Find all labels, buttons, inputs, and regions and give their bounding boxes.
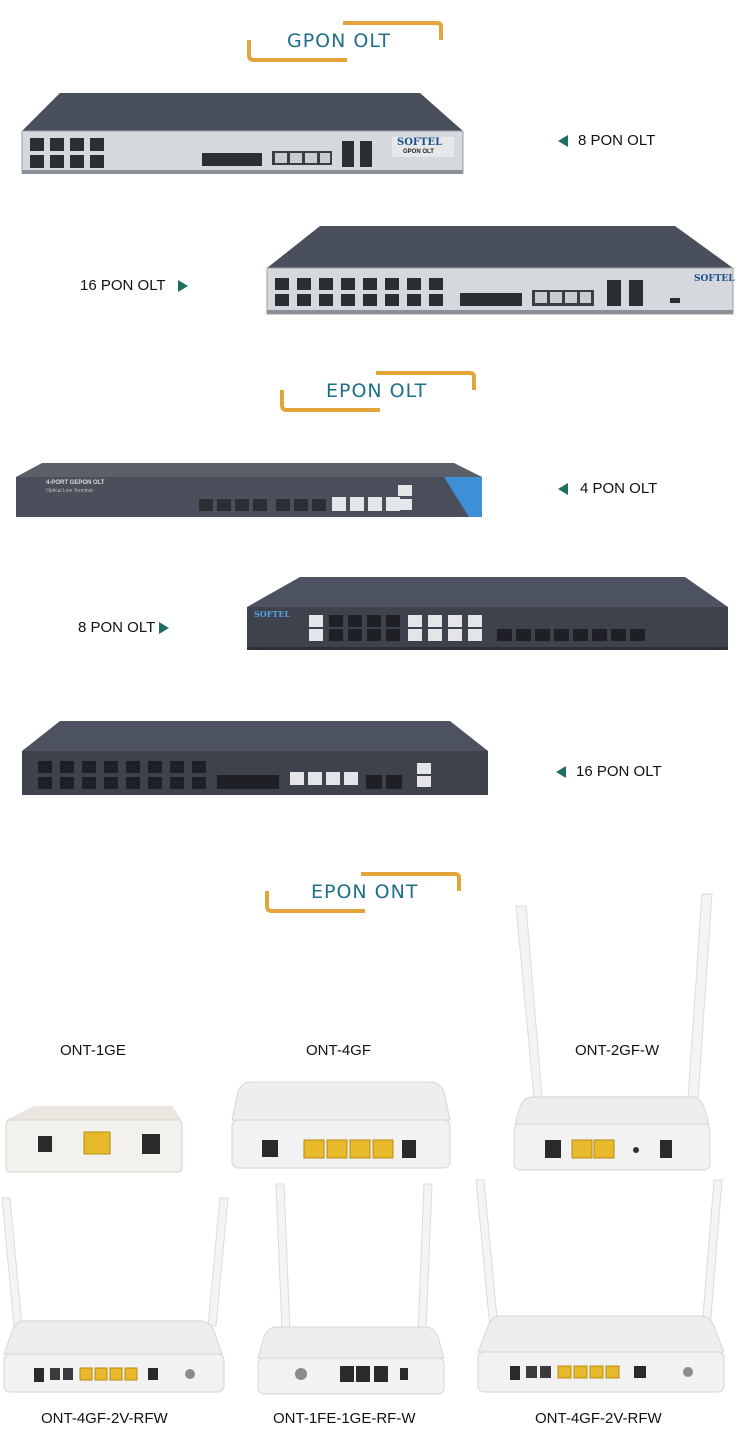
epon-16pon-olt-device	[22, 721, 488, 795]
ont-label-6: ONT-4GF-2V-RFW	[535, 1410, 662, 1427]
gpon-8pon-label: 8 PON OLT	[558, 132, 655, 149]
gpon-8pon-label-text: 8 PON OLT	[578, 132, 656, 149]
gpon-16pon-olt-device	[266, 226, 734, 315]
ont-4gf-2v-rfw-device-1	[1, 1197, 229, 1393]
epon-olt-title: EPON OLT	[326, 380, 428, 402]
ont-label-1: ONT-1GE	[60, 1042, 126, 1059]
epon-4pon-device-text: 4-PORT GEPON OLT	[46, 480, 105, 486]
ont-label-3: ONT-2GF-W	[575, 1042, 660, 1059]
ont-4gf-device	[231, 1081, 451, 1169]
ont-1ge-device	[5, 1106, 183, 1173]
ont-label-4: ONT-4GF-2V-RFW	[41, 1410, 168, 1427]
arrow-left-icon	[556, 766, 566, 779]
gpon-olt-title: GPON OLT	[287, 30, 391, 52]
epon-16pon-label-text: 16 PON OLT	[576, 763, 662, 780]
ont-2gf-w-device	[513, 893, 713, 1171]
gpon-16pon-label: 16 PON OLT	[80, 277, 188, 294]
epon-title-bracket	[280, 371, 476, 412]
ont-title-bracket	[265, 872, 461, 913]
arrow-left-icon	[558, 483, 568, 496]
epon-ont-title: EPON ONT	[311, 881, 419, 903]
epon-4pon-olt-device	[16, 463, 482, 517]
gpon-16pon-label-text: 16 PON OLT	[80, 277, 166, 294]
epon-8pon-brand: SOFTEL	[254, 609, 291, 619]
gpon-title-bracket	[247, 21, 443, 62]
ont-label-5: ONT-1FE-1GE-RF-W	[273, 1410, 416, 1427]
arrow-left-icon	[558, 135, 568, 148]
epon-8pon-label-text: 8 PON OLT	[78, 619, 156, 636]
gpon-8pon-olt-device	[21, 93, 464, 174]
ont-4gf-2v-rfw-device-2	[475, 1179, 725, 1393]
epon-16pon-label: 16 PON OLT	[556, 763, 662, 780]
epon-4pon-device-subtext: Optical Line Terminal	[46, 488, 93, 494]
gpon-8pon-brand: SOFTEL	[397, 137, 443, 148]
epon-8pon-olt-device	[247, 577, 728, 650]
gpon-16pon-brand: SOFTEL	[694, 274, 735, 284]
arrow-right-icon	[177, 280, 188, 293]
epon-8pon-label: 8 PON OLT	[78, 619, 170, 636]
epon-4pon-label: 4 PON OLT	[558, 480, 657, 497]
ont-1fe-1ge-rf-w-device	[257, 1183, 445, 1395]
gpon-8pon-model: GPON OLT	[403, 149, 434, 155]
arrow-right-icon	[159, 622, 170, 635]
epon-4pon-label-text: 4 PON OLT	[580, 480, 658, 497]
ont-label-2: ONT-4GF	[306, 1042, 372, 1059]
